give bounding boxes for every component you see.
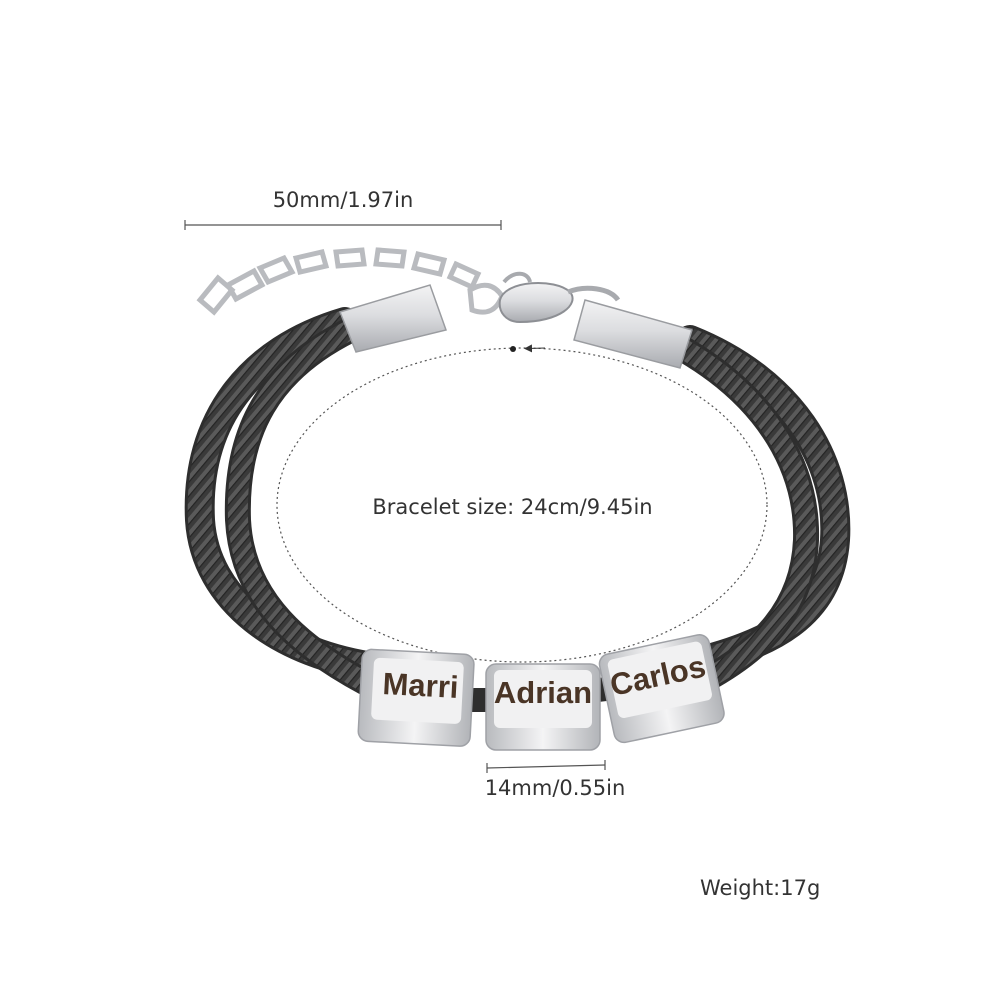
bead-name-adrian: Adrian [494,675,592,710]
bead-center [485,663,601,751]
end-cap-right [573,299,693,369]
bead-left [357,648,475,747]
bead-right [598,634,725,744]
chain-length-label: 50mm/1.97in [272,188,414,212]
bead-width-dimension-line [486,760,606,773]
bead-name-marri: Marri [382,666,460,705]
rope-strands [184,307,851,712]
end-cap-left [338,284,447,353]
weight-label: Weight:17g [700,876,821,900]
lobster-clasp [498,271,621,324]
extender-chain [196,247,505,316]
size-guide-circle [276,344,768,663]
bead-width-label: 14mm/0.55in [484,776,626,800]
chain-length-dimension-line [184,220,502,230]
bracelet-size-label: Bracelet size: 24cm/9.45in [372,495,653,519]
